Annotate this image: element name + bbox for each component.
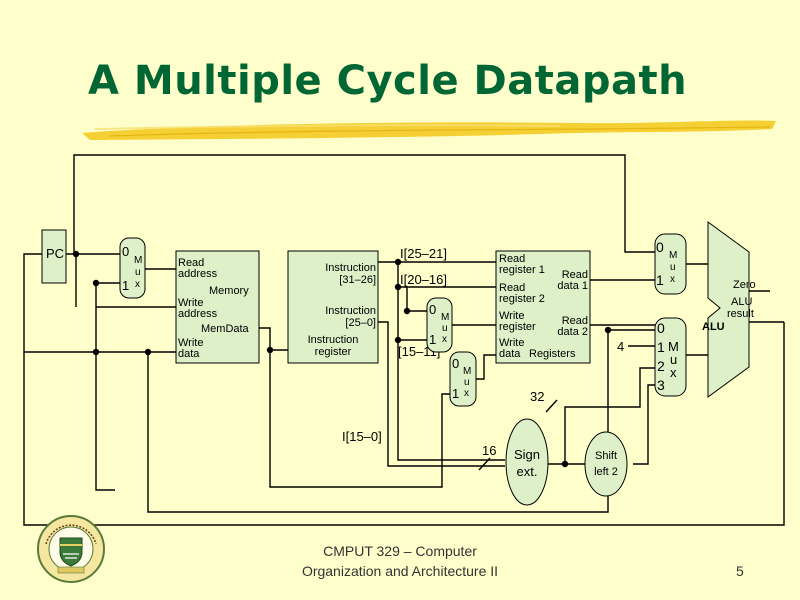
sign-ext-label-2: ext. bbox=[517, 464, 538, 479]
junction-dots bbox=[72, 250, 612, 468]
university-seal-logo bbox=[37, 515, 105, 583]
mem-read-address-2: address bbox=[178, 268, 218, 280]
alu-unit bbox=[707, 221, 750, 398]
ir-name-2: register bbox=[315, 346, 352, 358]
shift-left2-label-1: Shift bbox=[595, 450, 617, 462]
reg-read-reg1-1: Read bbox=[499, 253, 525, 265]
register-file bbox=[495, 250, 591, 364]
mux-iord bbox=[119, 237, 146, 299]
mux-iord-in0: 0 bbox=[122, 244, 129, 259]
mem-write-data-1: Write bbox=[178, 337, 203, 349]
mux-alusrcb-in2: 2 bbox=[657, 358, 665, 374]
mux-alusrcb bbox=[654, 317, 687, 397]
mux-alusrca bbox=[654, 233, 687, 295]
mux-alusrcb-label-m: M bbox=[668, 339, 679, 354]
mux-memtoreg-label-m: M bbox=[463, 366, 471, 377]
mux-alusrcb-in0: 0 bbox=[657, 320, 665, 336]
mux-alusrca-label-x: x bbox=[670, 274, 675, 285]
shift-left2-label-2: left 2 bbox=[594, 466, 618, 478]
mux-alusrcb-in1: 1 bbox=[657, 339, 665, 355]
label-four: 4 bbox=[617, 339, 624, 354]
mem-memdata: MemData bbox=[201, 323, 250, 335]
memory-block bbox=[175, 250, 260, 364]
pc-register bbox=[41, 229, 67, 284]
mux-alusrca-label-m: M bbox=[669, 250, 677, 261]
mux-alusrca-in0: 0 bbox=[656, 239, 664, 255]
shift-left2-unit bbox=[584, 431, 628, 497]
mux-iord-label-u: u bbox=[135, 267, 141, 278]
mux-alusrcb-label-x: x bbox=[670, 365, 677, 380]
sign-ext-label-1: Sign bbox=[514, 447, 540, 462]
ir-instr-31-26-1: Instruction bbox=[325, 262, 376, 274]
mux-iord-label-m: M bbox=[134, 255, 142, 266]
sign-extend-unit bbox=[505, 418, 549, 506]
mux-regdst bbox=[426, 297, 453, 353]
alu-zero-label: Zero bbox=[733, 279, 756, 291]
mux-memtoreg-in0: 0 bbox=[452, 356, 459, 371]
label-i15-0: I[15–0] bbox=[342, 429, 382, 444]
reg-read-reg2-1: Read bbox=[499, 282, 525, 294]
ir-instr-25-0-2: [25–0] bbox=[345, 317, 376, 329]
reg-read-data2-2: data 2 bbox=[557, 326, 588, 338]
mux-regdst-label-u: u bbox=[442, 323, 448, 334]
reg-write-reg-2: register bbox=[499, 321, 536, 333]
label-i20-16: I[20–16] bbox=[400, 272, 447, 287]
alu-label: ALU bbox=[702, 321, 725, 333]
ir-instr-31-26-2: [31–26] bbox=[339, 274, 376, 286]
reg-name: Registers bbox=[529, 348, 576, 360]
reg-write-data-2: data bbox=[499, 348, 521, 360]
mux-regdst-label-m: M bbox=[441, 312, 449, 323]
mux-memtoreg-label-x: x bbox=[464, 388, 469, 399]
reg-read-data1-2: data 1 bbox=[557, 280, 588, 292]
mem-write-address-1: Write bbox=[178, 297, 203, 309]
mux-alusrca-label-u: u bbox=[670, 262, 676, 273]
alu-result-label-1: ALU bbox=[731, 296, 752, 308]
ir-name-1: Instruction bbox=[308, 334, 359, 346]
mux-memtoreg bbox=[449, 351, 477, 407]
mux-regdst-label-x: x bbox=[442, 334, 447, 345]
mux-alusrcb-in3: 3 bbox=[657, 377, 665, 393]
reg-write-data-1: Write bbox=[499, 337, 524, 349]
page-number: 5 bbox=[736, 563, 744, 579]
reg-read-data2-1: Read bbox=[562, 315, 588, 327]
mux-memtoreg-in1: 1 bbox=[452, 386, 459, 401]
mux-regdst-in0: 0 bbox=[429, 302, 436, 317]
mux-alusrcb-label-u: u bbox=[670, 352, 677, 367]
footer-course-line1: CMPUT 329 – Computer bbox=[323, 543, 477, 559]
reg-write-reg-1: Write bbox=[499, 310, 524, 322]
wires bbox=[23, 154, 785, 526]
label-width-32: 32 bbox=[530, 389, 544, 404]
mem-write-address-2: address bbox=[178, 308, 218, 320]
slide-title: A Multiple Cycle Datapath bbox=[88, 58, 688, 104]
mux-memtoreg-label-u: u bbox=[464, 377, 470, 388]
mem-write-data-2: data bbox=[178, 348, 200, 360]
reg-read-data1-1: Read bbox=[562, 269, 588, 281]
mux-alusrca-in1: 1 bbox=[656, 272, 664, 288]
label-width-16: 16 bbox=[482, 443, 496, 458]
instruction-register bbox=[287, 250, 379, 364]
mux-iord-label-x: x bbox=[135, 279, 140, 290]
mem-name: Memory bbox=[209, 285, 249, 297]
mux-regdst-in1: 1 bbox=[429, 332, 436, 347]
label-i25-21: I[25–21] bbox=[400, 246, 447, 261]
mem-read-address-1: Read bbox=[178, 257, 204, 269]
reg-read-reg2-2: register 2 bbox=[499, 293, 545, 305]
mux-iord-in1: 1 bbox=[122, 278, 129, 293]
footer-course-line2: Organization and Architecture II bbox=[301, 563, 499, 579]
pc-label: PC bbox=[46, 246, 64, 261]
reg-read-reg1-2: register 1 bbox=[499, 264, 545, 276]
alu-result-label-2: result bbox=[727, 308, 754, 320]
ir-instr-25-0-1: Instruction bbox=[325, 305, 376, 317]
